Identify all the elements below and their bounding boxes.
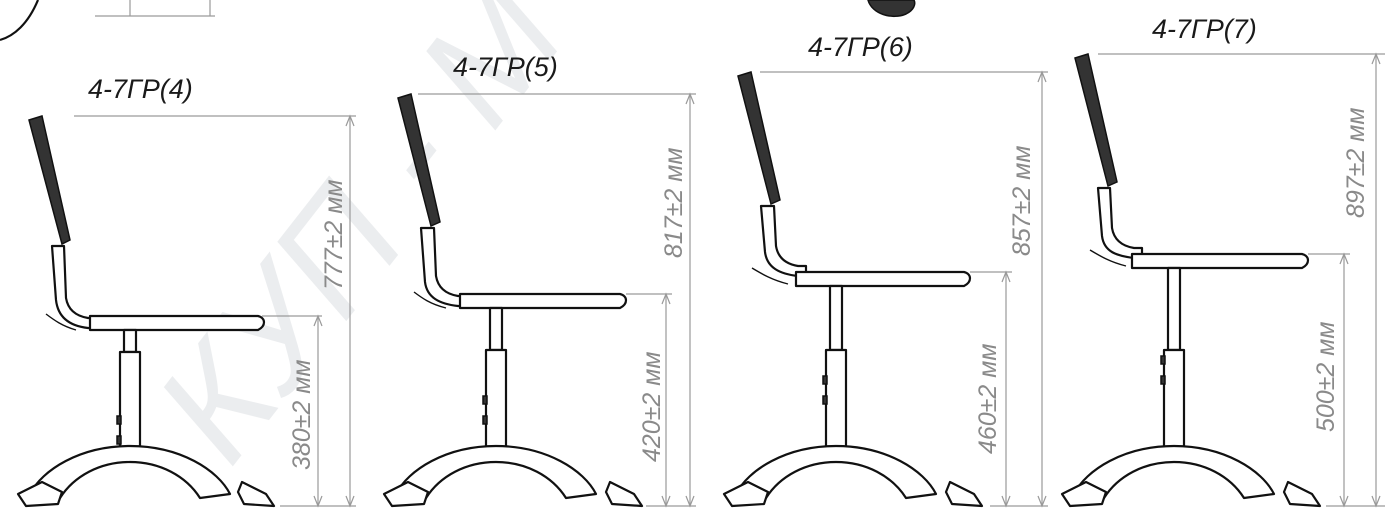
chair-group-3: 4-7ГР(6) 857±2 мм 460±2 мм — [722, 32, 1048, 508]
chair-group-2: 4-7ГР(5) 817±2 мм 420±2 мм — [382, 52, 696, 508]
total-height-label-3: 857±2 мм — [1008, 145, 1036, 256]
seat-height-label-1: 380±2 мм — [288, 359, 316, 470]
chair-drawing-4 — [1060, 53, 1322, 508]
model-label-4: 4-7ГР(7) — [1152, 14, 1257, 44]
dimension-lines-2 — [418, 92, 696, 508]
chair-drawing-3 — [722, 71, 984, 508]
total-height-label-2: 817±2 мм — [660, 147, 688, 258]
chair-group-4: 4-7ГР(7) 897±2 мм 500±2 мм — [1060, 14, 1385, 508]
model-label-1: 4-7ГР(4) — [88, 74, 193, 104]
chair-group-1: 4-7ГР(4) 777±2 мм 380±2 мм — [16, 74, 356, 508]
total-height-label-4: 897±2 мм — [1342, 107, 1370, 218]
chair-drawing-2 — [382, 93, 644, 508]
cropped-previous-chair — [0, 0, 215, 42]
dimension-lines-1 — [74, 114, 356, 508]
model-label-2: 4-7ГР(5) — [453, 52, 558, 82]
dimension-lines-3 — [760, 70, 1048, 508]
seat-height-label-4: 500±2 мм — [1312, 321, 1340, 432]
dimension-lines-4 — [1098, 52, 1385, 508]
cropped-chair-foot — [867, 0, 916, 18]
chair-drawing-1 — [16, 115, 276, 508]
seat-height-label-2: 420±2 мм — [638, 351, 666, 462]
model-label-3: 4-7ГР(6) — [808, 32, 913, 62]
seat-height-label-3: 460±2 мм — [974, 343, 1002, 454]
total-height-label-1: 777±2 мм — [320, 179, 348, 290]
